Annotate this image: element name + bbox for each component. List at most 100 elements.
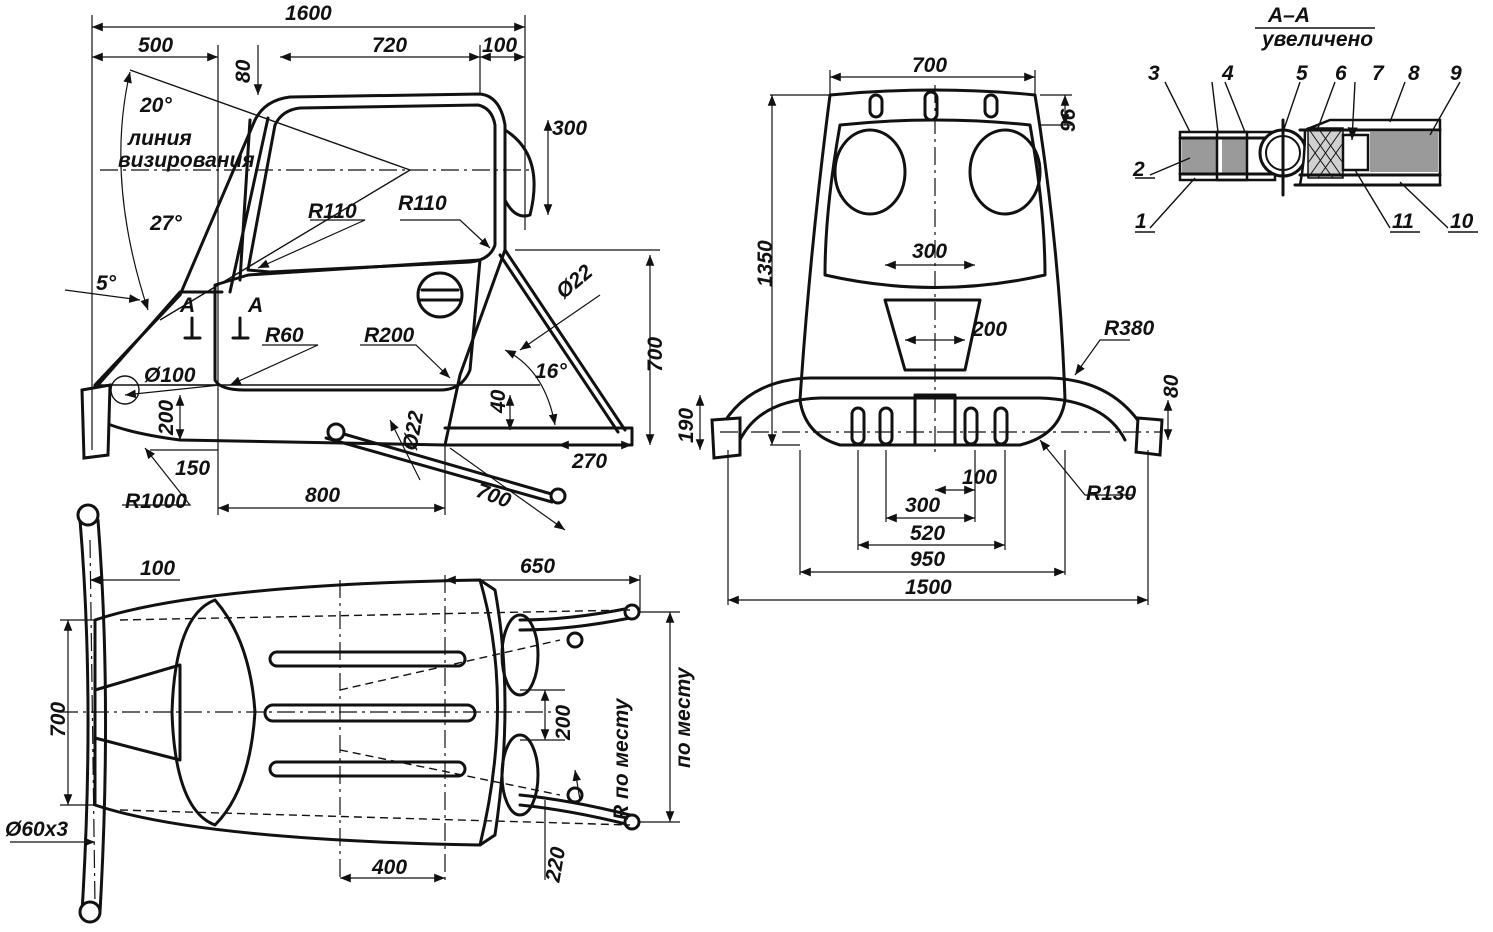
section-a-a: A–A увеличено	[1132, 4, 1478, 233]
radius-r60: R60	[265, 324, 304, 347]
dim-700-side: 700	[644, 337, 667, 372]
side-vent	[416, 271, 464, 319]
top-tube-diameter: Ø60x3	[5, 818, 68, 841]
top-windshield	[170, 598, 257, 827]
front-dim-200: 200	[971, 318, 1007, 341]
front-dim-190: 190	[675, 408, 698, 443]
callout-7: 7	[1372, 62, 1385, 85]
diameter-100: Ø100	[144, 364, 196, 387]
side-runner-joint	[549, 487, 567, 505]
callout-10: 10	[1450, 210, 1474, 233]
front-dim-950: 950	[910, 548, 945, 571]
front-headlight-right	[968, 128, 1042, 216]
top-crossbar-end-upper	[76, 503, 100, 527]
dim-1600: 1600	[285, 2, 332, 25]
top-dim-650: 650	[520, 555, 555, 578]
top-mirror-upper	[500, 613, 540, 697]
front-radius-r380: R380	[1104, 317, 1155, 340]
front-dim-100: 100	[962, 466, 997, 489]
front-dim-80: 80	[1160, 374, 1183, 398]
top-dim-700: 700	[47, 702, 70, 737]
callout-11: 11	[1392, 210, 1414, 233]
front-dim-520: 520	[910, 522, 945, 545]
front-ski-right	[1134, 416, 1164, 457]
sight-line-label-1: линия	[127, 127, 192, 150]
top-mirror-lower	[500, 733, 540, 817]
dim-100: 100	[482, 34, 517, 57]
top-front-crossbar	[78, 518, 108, 914]
front-dim-300-bottom: 300	[905, 494, 940, 517]
section-mark-a-left: A	[179, 294, 195, 317]
side-window	[246, 103, 497, 274]
section-mark-a-right: A	[247, 294, 263, 317]
dim-700-runner: 700	[473, 479, 514, 513]
dim-800: 800	[305, 484, 340, 507]
top-dim-200: 200	[552, 705, 575, 741]
front-dim-96: 96	[1057, 108, 1080, 132]
callout-2: 2	[1132, 158, 1145, 181]
callout-9: 9	[1450, 62, 1462, 85]
front-body-outline	[798, 88, 1067, 447]
front-windshield-panel	[883, 298, 982, 372]
dim-270: 270	[571, 450, 607, 473]
angle-27: 27°	[149, 212, 182, 235]
section-title: A–A	[1267, 4, 1310, 27]
top-dim-in-place: по месту	[672, 666, 695, 768]
dim-500: 500	[138, 34, 173, 57]
dim-300-side: 300	[552, 117, 587, 140]
side-mirror	[503, 128, 536, 218]
side-bottom-bar	[443, 426, 634, 447]
side-runner-front-joint	[326, 422, 346, 442]
side-headlight	[110, 375, 140, 405]
front-dim-300-top: 300	[912, 240, 947, 263]
front-dim-1350: 1350	[754, 240, 777, 287]
radius-r200: R200	[364, 324, 415, 347]
top-radius-in-place: R по месту	[610, 697, 633, 820]
dim-200-side: 200	[155, 400, 178, 436]
angle-20: 20°	[139, 94, 172, 117]
front-radius-r130: R130	[1086, 482, 1137, 505]
section-subtitle: увеличено	[1261, 28, 1373, 51]
top-view: 100 650 700 200 R по месту по месту Ø60x…	[5, 503, 695, 924]
front-ski-left	[710, 416, 742, 460]
callout-1: 1	[1135, 210, 1147, 233]
front-ski-bar	[713, 376, 1152, 442]
top-crossbar-end-lower	[78, 900, 102, 924]
top-nose-panel	[93, 663, 182, 762]
side-front-tube	[80, 383, 112, 460]
top-dim-100: 100	[140, 557, 175, 580]
top-dim-400: 400	[371, 856, 407, 879]
angle-5: 5°	[96, 272, 117, 295]
top-rear-edge	[478, 578, 499, 847]
top-slot-upper	[268, 650, 467, 668]
dim-720: 720	[372, 34, 407, 57]
sight-line-label-2: визирования	[118, 149, 255, 172]
callout-5: 5	[1296, 62, 1308, 85]
callout-4: 4	[1221, 62, 1234, 85]
dim-150: 150	[175, 457, 210, 480]
top-dim-220: 220	[541, 845, 570, 885]
callout-3: 3	[1148, 62, 1160, 85]
front-dim-1500: 1500	[905, 576, 952, 599]
front-dim-700: 700	[912, 54, 947, 77]
top-body-outline	[93, 578, 507, 847]
side-ski-runner	[324, 428, 557, 504]
front-window	[823, 118, 1047, 289]
side-frame-tube-upper	[228, 116, 270, 294]
callout-8: 8	[1408, 62, 1420, 85]
section-insert	[1341, 133, 1370, 172]
angle-16: 16°	[535, 360, 567, 383]
side-view: 1600 500 720 100 80 300 20° линия визиро…	[64, 2, 667, 531]
top-center-rail	[263, 703, 477, 723]
side-door-opening	[213, 258, 482, 392]
radius-r110-left: R110	[308, 200, 357, 223]
side-frame-tube-rear	[498, 248, 627, 434]
radius-r110-right: R110	[398, 192, 447, 215]
side-body-outline	[93, 92, 507, 447]
dim-40: 40	[487, 389, 510, 414]
diameter-22-strut: Ø22	[552, 260, 597, 303]
front-view: 700 96 1350 300 200 R380 80 190 R130 100…	[675, 54, 1183, 605]
front-headlight-left	[833, 128, 907, 216]
callout-6: 6	[1335, 62, 1347, 85]
